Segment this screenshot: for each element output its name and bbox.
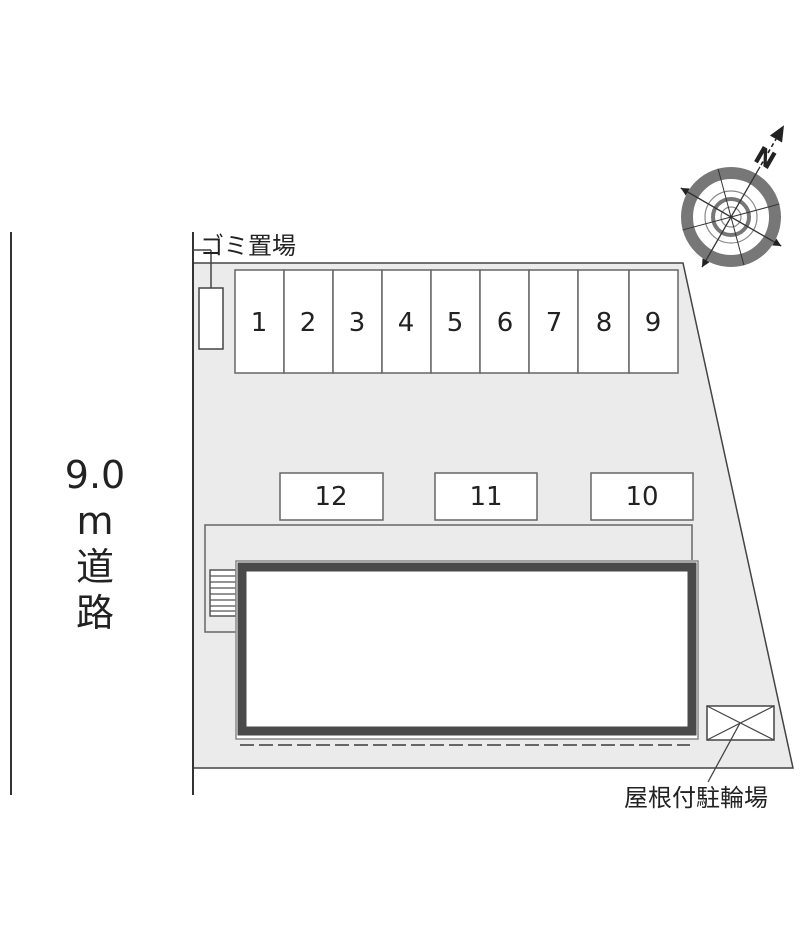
parking-space-7 (528, 269, 579, 374)
bike-shelter (706, 705, 775, 741)
road-label-char-1: 道 (75, 545, 114, 589)
parking-space-2 (283, 269, 334, 374)
parking-number-11: 11 (469, 482, 502, 512)
compass-north-arrow (769, 125, 784, 143)
parking-number-7: 7 (546, 308, 563, 338)
bike-shelter-leader-line (707, 722, 741, 783)
parking-number-10: 10 (625, 482, 658, 512)
parking-space-10 (590, 472, 694, 521)
parking-number-5: 5 (447, 308, 464, 338)
road-unit: m (76, 499, 114, 543)
parking-number-8: 8 (596, 308, 613, 338)
parking-number-12: 12 (314, 482, 347, 512)
parking-row-top: 1 2 3 4 5 6 7 8 9 (234, 269, 679, 374)
parking-number-9: 9 (645, 308, 662, 338)
parking-space-5 (430, 269, 481, 374)
parking-space-6 (479, 269, 530, 374)
parking-number-6: 6 (497, 308, 514, 338)
road-label-char-2: 路 (75, 591, 114, 635)
stairs (209, 569, 237, 617)
building-wall (237, 562, 697, 736)
parking-space-1 (234, 269, 285, 374)
compass-ring (681, 167, 781, 267)
parking-number-3: 3 (349, 308, 366, 338)
road-width: 9.0 (64, 453, 126, 497)
garbage-area-label: ゴミ置場 (200, 232, 296, 260)
garbage-area (198, 287, 224, 350)
parking-number-4: 4 (398, 308, 415, 338)
parking-space-4 (381, 269, 432, 374)
road-label: 9.0 m 道 路 (58, 452, 132, 636)
parking-number-1: 1 (251, 308, 268, 338)
parking-space-11 (434, 472, 538, 521)
parking-number-2: 2 (300, 308, 317, 338)
parking-space-9 (628, 269, 679, 374)
walkway-outline (204, 524, 693, 633)
bike-shelter-label: 屋根付駐輪場 (624, 784, 768, 812)
compass-north-label: N (749, 141, 780, 175)
parking-row-middle: 12 11 10 (279, 472, 694, 521)
parking-space-12 (279, 472, 384, 521)
